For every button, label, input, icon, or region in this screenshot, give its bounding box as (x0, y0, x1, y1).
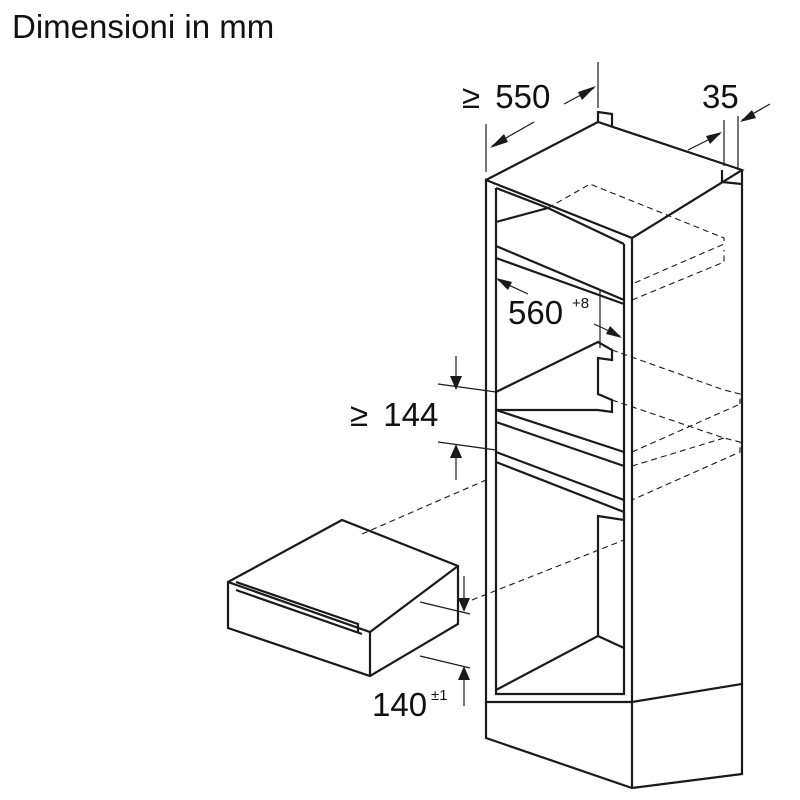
inner-top-edge (495, 186, 549, 210)
depth-value: 550 (495, 78, 550, 115)
cabinet-right-side (631, 170, 744, 704)
svg-text:560: 560 (508, 294, 563, 331)
upper-shelf-front (495, 244, 625, 302)
middle-shelf-top (495, 340, 614, 414)
lower-compartment (495, 512, 626, 691)
lower-shelf-front (495, 450, 625, 502)
top-notch (596, 110, 614, 126)
dimension-width: 560 +8 (496, 278, 622, 348)
width-tolerance: +8 (572, 295, 589, 312)
dimension-offset: 35 (687, 78, 771, 170)
drawer-handle-lip (235, 588, 363, 636)
diagram-title: Dimensioni in mm (12, 8, 274, 45)
rear-notch (720, 170, 743, 186)
svg-text:≥ 550: ≥ 550 (462, 78, 550, 115)
depth-prefix: ≥ (462, 78, 480, 115)
upper-shelf-bottom (495, 256, 625, 306)
lower-shelf-bottom (495, 460, 625, 514)
drawer-handle-groove (235, 580, 360, 632)
niche-height-value: 144 (383, 396, 438, 433)
upper-shelf-back (495, 206, 625, 245)
hidden-low-front (631, 437, 725, 467)
middle-shelf-bottom (495, 420, 625, 468)
cabinet-top (485, 120, 745, 239)
inner-frame (494, 188, 626, 696)
drawer-height-tolerance: ±1 (431, 687, 448, 704)
hidden-upper-box-2 (631, 250, 725, 301)
offset-value: 35 (702, 78, 739, 115)
drawer-outline (226, 518, 460, 678)
drawer-height-value: 140 (372, 686, 427, 723)
projection-line-top (361, 479, 487, 535)
cabinet-front-frame (484, 178, 634, 704)
width-value: 560 (508, 294, 563, 331)
middle-shelf-front (495, 408, 625, 454)
niche-height-prefix: ≥ (350, 396, 368, 433)
hidden-mid-front (631, 403, 741, 453)
svg-text:≥ 144: ≥ 144 (350, 396, 438, 433)
tall-cabinet (361, 110, 745, 790)
hidden-low-box (611, 399, 741, 501)
cabinet-plinth (484, 684, 744, 790)
projection-line-bottom (471, 539, 625, 601)
hidden-upper-box (547, 183, 725, 285)
dimension-depth: ≥ 550 (462, 62, 599, 172)
dimension-niche-height: ≥ 144 (350, 356, 497, 480)
hidden-mid-box (611, 349, 741, 404)
dimension-drawer-height: 140 ±1 (372, 576, 471, 723)
lower-floor-edge (597, 635, 625, 649)
warming-drawer (226, 518, 460, 678)
